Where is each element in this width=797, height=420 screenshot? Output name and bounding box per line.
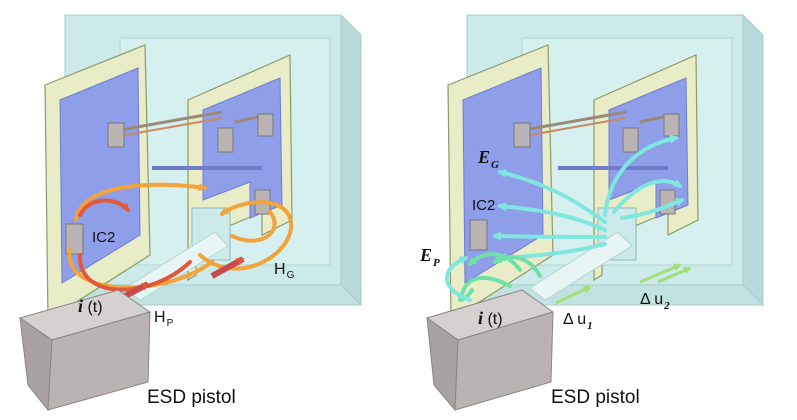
ic2-chip-left <box>65 223 84 255</box>
electric-field-lines <box>445 134 685 302</box>
delta-u1-label: Δ u1 <box>563 311 593 332</box>
hg-label: HG <box>274 261 295 281</box>
eg-label: EG <box>478 147 499 171</box>
hp-label: HP <box>154 309 174 329</box>
magnetic-field-lines <box>67 182 294 292</box>
ep-label: EP <box>420 245 440 269</box>
delta-u2-label: Δ u2 <box>640 291 670 312</box>
esd-pistol-label-right: ESD pistol <box>551 387 640 408</box>
esd-pistol-label-left: ESD pistol <box>147 387 236 408</box>
voltage-arrows <box>555 263 692 305</box>
current-label-left: i (t) <box>78 296 103 316</box>
ic2-label-left: IC2 <box>92 229 116 246</box>
current-label-right: i (t) <box>478 308 503 328</box>
ic2-chip-right <box>469 219 488 251</box>
esd-pistol-right <box>425 289 555 412</box>
right-panel <box>425 13 765 412</box>
probe-tip-right <box>529 231 633 301</box>
ic2-label-right: IC2 <box>472 197 496 214</box>
esd-pistol-left <box>18 289 152 412</box>
left-panel <box>18 13 363 412</box>
